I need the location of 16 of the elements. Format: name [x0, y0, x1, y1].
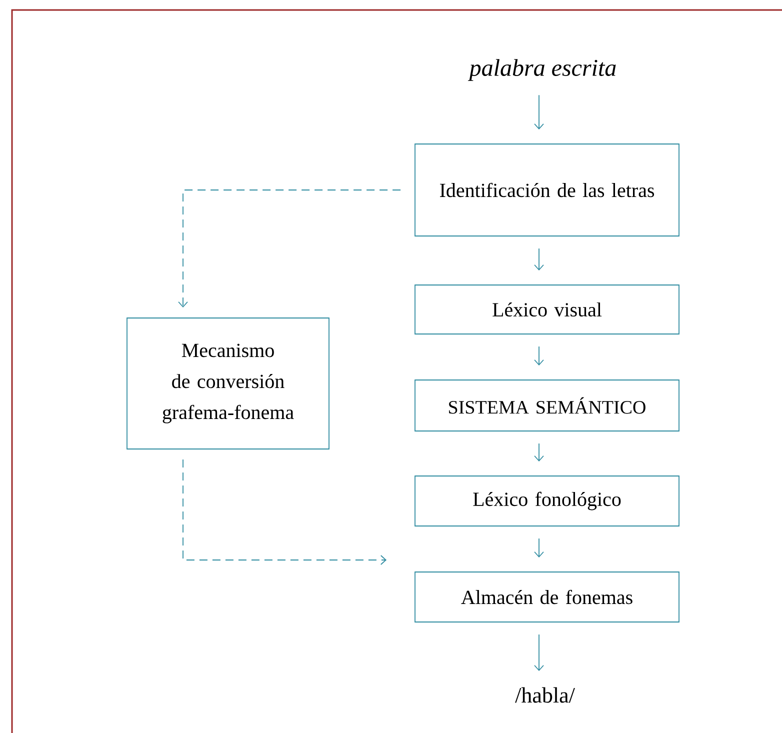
arrow — [534, 538, 544, 558]
arrow — [534, 248, 544, 271]
arrow — [534, 94, 544, 130]
process-box: Léxico fonológico — [414, 476, 680, 526]
process-box: Léxico visual — [414, 284, 680, 334]
arrow — [534, 443, 544, 462]
arrow — [534, 634, 544, 672]
process-box: Almacén de fonemas — [414, 572, 680, 622]
process-box: Mecanismo de conversión grafema-fonema — [126, 318, 330, 450]
arrow — [178, 190, 401, 308]
process-box: Identificación de las letras — [414, 144, 680, 236]
arrow — [182, 459, 387, 565]
process-box: SISTEMA SEMÁNTICO — [414, 380, 680, 432]
arrow — [534, 346, 544, 366]
start-text: palabra escrita — [468, 59, 616, 81]
output-text: /habla/ — [515, 687, 575, 703]
